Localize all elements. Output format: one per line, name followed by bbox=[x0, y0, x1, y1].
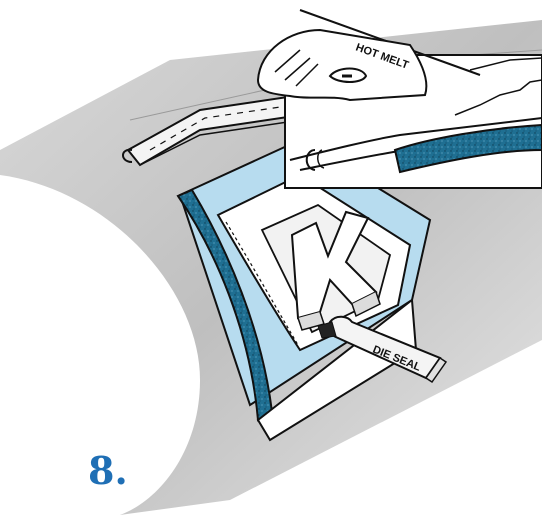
step-number: 8. bbox=[88, 448, 128, 493]
